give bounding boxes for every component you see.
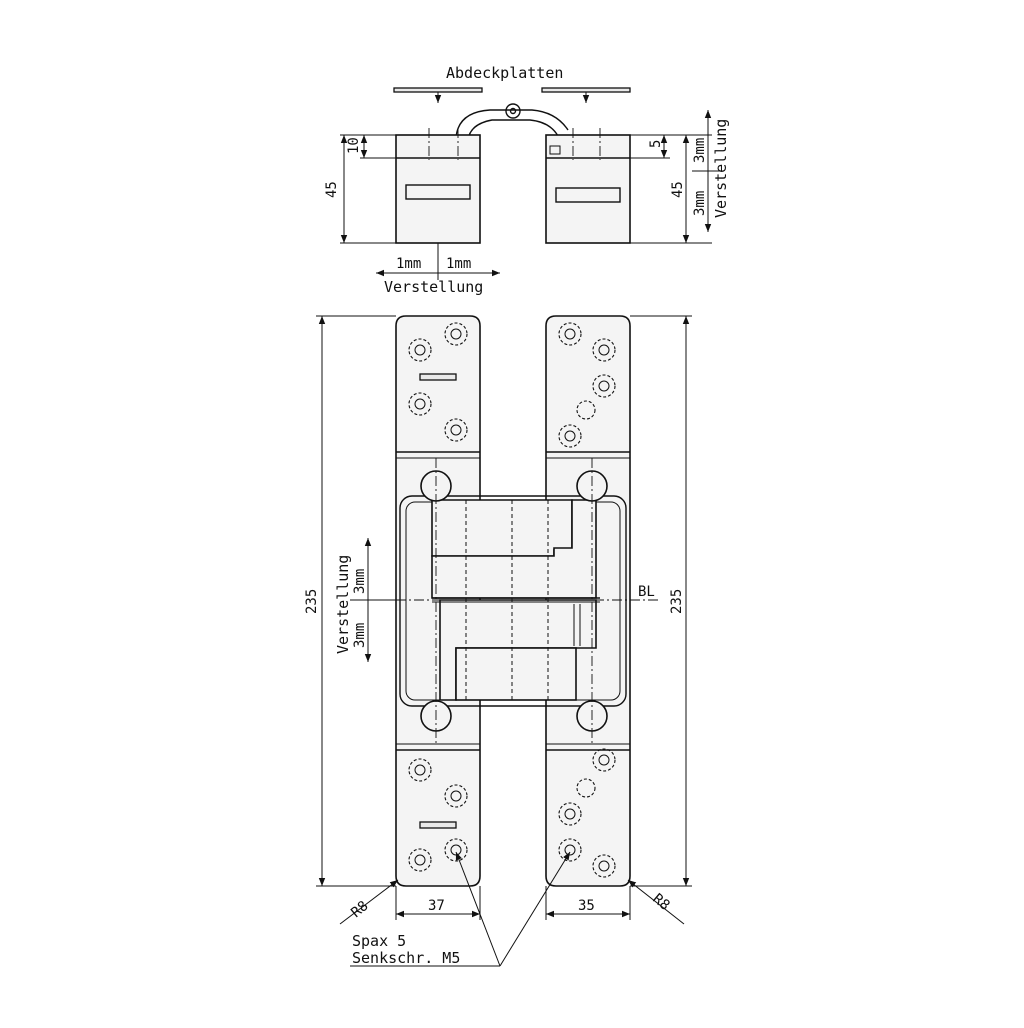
screw-holes-upper-left bbox=[408, 322, 468, 442]
screw-holes-upper-right bbox=[558, 322, 616, 448]
top-body-right bbox=[545, 134, 631, 244]
hinge-arm bbox=[455, 109, 569, 139]
screw-holes-lower-right bbox=[558, 748, 616, 878]
label-spax: Spax 5 bbox=[352, 932, 406, 950]
label-verstellung-top: Verstellung bbox=[384, 278, 483, 296]
dim-adj-3mm-right-bottom: 3mm bbox=[692, 191, 708, 216]
link-bottom bbox=[455, 647, 577, 701]
dim-adj-3mm-right-top: 3mm bbox=[692, 138, 708, 163]
dim-top-height-left: 45 bbox=[324, 181, 340, 198]
label-senkschr: Senkschr. M5 bbox=[352, 949, 460, 967]
dim-adj-3mm-left-a: 3mm bbox=[352, 623, 368, 648]
front-view: 235 235 Verstellung 3mm 3mm BL 37 35 R8 … bbox=[304, 315, 692, 967]
dim-top-plate-left: 10 bbox=[346, 137, 362, 154]
top-view: Abdeckplatten 45 10 bbox=[324, 64, 730, 296]
cover-plate-right bbox=[541, 87, 631, 93]
top-body-left bbox=[395, 134, 481, 244]
label-verstellung-right: Verstellung bbox=[712, 119, 730, 218]
dim-radius-left: R8 bbox=[348, 898, 371, 921]
label-abdeckplatten: Abdeckplatten bbox=[446, 64, 563, 82]
label-bl: BL bbox=[638, 584, 655, 600]
dim-top-plate-right: 5 bbox=[648, 140, 664, 148]
dim-width-left: 37 bbox=[428, 898, 445, 914]
dim-length-left: 235 bbox=[304, 589, 320, 614]
dim-adj-3mm-left-b: 3mm bbox=[352, 569, 368, 594]
dim-radius-right: R8 bbox=[649, 891, 672, 914]
dim-top-height-right: 45 bbox=[670, 181, 686, 198]
screw-holes-lower-left bbox=[408, 758, 468, 872]
pivot-pin bbox=[505, 103, 521, 119]
cover-plate-left bbox=[393, 87, 483, 93]
link-upper bbox=[431, 499, 573, 557]
dim-adj-1mm-right: 1mm bbox=[446, 256, 471, 272]
dim-width-right: 35 bbox=[578, 898, 595, 914]
label-verstellung-left: Verstellung bbox=[334, 555, 352, 654]
hinge-body-outline bbox=[399, 495, 627, 707]
dim-adj-1mm-left: 1mm bbox=[396, 256, 421, 272]
dim-length-right: 235 bbox=[669, 589, 685, 614]
